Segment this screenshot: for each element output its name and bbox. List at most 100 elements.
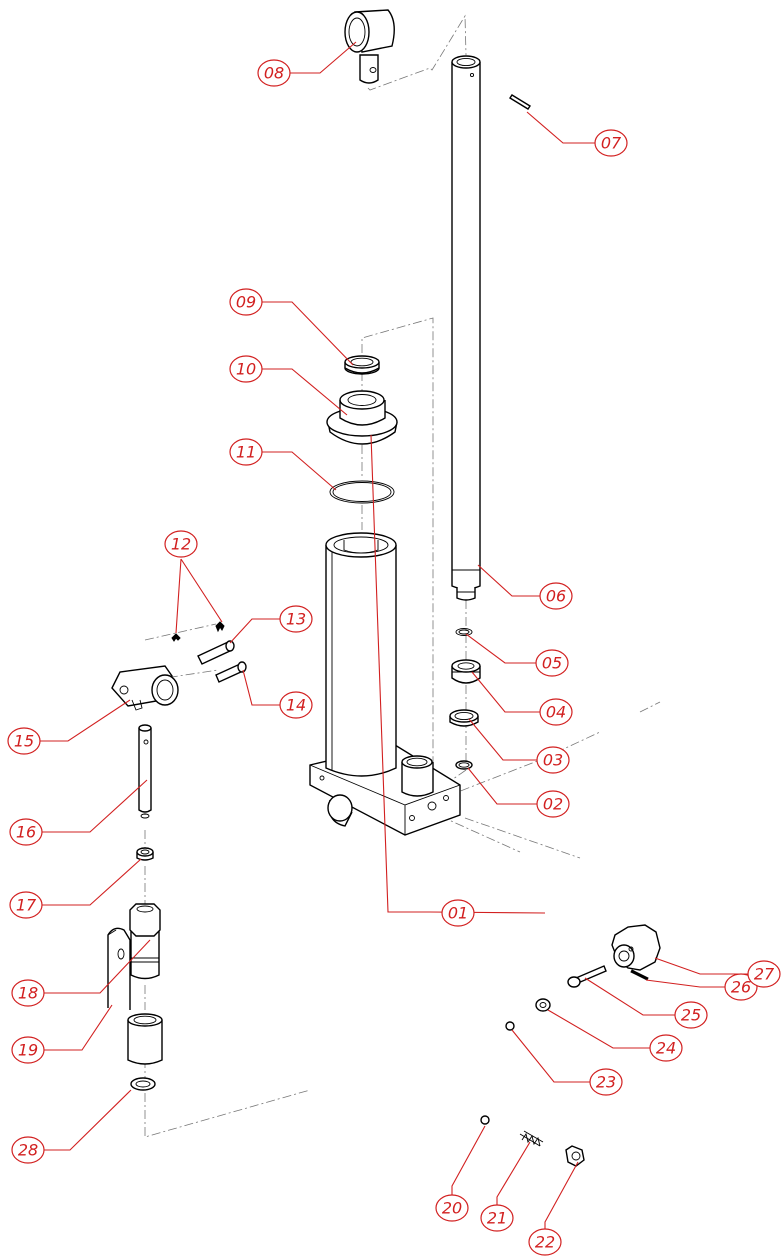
part-17-bushing: [136, 847, 154, 861]
leader-28: [44, 1089, 132, 1151]
callout-18-label: 18: [18, 984, 38, 1003]
part-06-piston-rod: [451, 55, 481, 601]
leader-17: [42, 858, 142, 906]
leader-13: [229, 618, 280, 644]
callout-20-label: 20: [442, 1199, 462, 1218]
leader-05: [465, 633, 536, 664]
callout-01-label: 01: [448, 904, 468, 923]
part-18-hex-tube: [129, 903, 161, 980]
leader-21: [496, 1141, 531, 1205]
callout-28: 28: [11, 1136, 45, 1164]
callout-05: 05: [535, 649, 569, 677]
leader-26: [645, 979, 725, 988]
callout-04: 04: [539, 698, 573, 726]
callout-17-label: 17: [16, 896, 37, 915]
callout-14: 14: [279, 691, 313, 719]
part-28-washer: [130, 1077, 156, 1091]
part-25-adjusting-rod: [567, 965, 607, 988]
part-12-retaining-clips: [171, 621, 225, 642]
leader-02: [467, 767, 538, 805]
callout-23: 23: [589, 1068, 623, 1096]
callout-19: 19: [11, 1036, 45, 1064]
part-08-top-clevis: [344, 9, 395, 84]
part-27-knob: [611, 924, 661, 971]
leader-01: [370, 434, 430, 913]
callout-18: 18: [11, 979, 45, 1007]
leader-20: [451, 1125, 486, 1195]
part-15-lower-clevis: [111, 665, 179, 711]
callout-03-label: 03: [543, 751, 563, 770]
callout-21: 21: [480, 1204, 514, 1232]
callout-07: 07: [594, 129, 628, 157]
leader-22: [544, 1161, 579, 1230]
callout-17: 17: [9, 891, 43, 919]
leader-06: [477, 564, 540, 597]
part-02-ring: [455, 760, 473, 770]
callout-12-label: 12: [171, 535, 191, 554]
assembly-centerlines: [144, 14, 661, 1138]
callout-06: 06: [539, 582, 573, 610]
callout-13-label: 13: [286, 610, 306, 629]
part-13-pin: [197, 640, 235, 665]
part-07-pin: [509, 94, 531, 110]
part-20-ball: [480, 1115, 490, 1125]
callout-08-label: 08: [264, 64, 284, 83]
part-04-piston: [451, 659, 481, 684]
part-23-ball: [505, 1021, 515, 1031]
callout-11: 11: [229, 438, 263, 466]
callout-06-label: 06: [546, 587, 566, 606]
callout-28-label: 28: [18, 1141, 38, 1160]
leader-18: [44, 939, 151, 994]
callout-16-label: 16: [16, 823, 36, 842]
part-21-spring: [519, 1130, 544, 1147]
callout-09: 09: [229, 288, 263, 316]
part-10-gland-nut: [326, 390, 398, 445]
callout-02-label: 02: [543, 795, 563, 814]
callout-15: 15: [7, 727, 41, 755]
callout-13: 13: [279, 605, 313, 633]
callout-25-label: 25: [681, 1006, 701, 1025]
callout-10: 10: [229, 355, 263, 383]
callout-10-label: 10: [236, 360, 256, 379]
part-19-bracket: [107, 927, 163, 1065]
leader-09: [262, 301, 354, 366]
callout-04-label: 04: [546, 703, 566, 722]
callout-23-label: 23: [596, 1073, 616, 1092]
part-11-o-ring: [329, 480, 395, 504]
leader-25: [584, 977, 675, 1016]
callout-25: 25: [674, 1001, 708, 1029]
leader-07: [526, 111, 595, 144]
leader-27: [654, 957, 750, 975]
leader-10: [262, 368, 348, 416]
callout-01: 01: [441, 899, 475, 927]
callout-02: 02: [536, 790, 570, 818]
callout-22: 22: [528, 1228, 562, 1256]
callout-26: 26: [724, 973, 758, 1001]
callout-08: 08: [257, 59, 291, 87]
callout-bubbles: 01 02 03 04 05 06 07 08 09 10 11 12 13 1…: [7, 59, 781, 1256]
leader-19: [44, 1004, 113, 1051]
leader-03: [468, 718, 537, 761]
part-09-wiper-seal: [344, 355, 380, 375]
leader-11: [262, 451, 337, 491]
callout-27-label: 27: [754, 965, 775, 984]
callout-24: 24: [649, 1034, 683, 1062]
part-03-piston-seal: [449, 709, 479, 727]
part-14-pin: [215, 661, 247, 683]
callout-20: 20: [435, 1194, 469, 1222]
callout-24-label: 24: [656, 1039, 676, 1058]
callout-19-label: 19: [18, 1041, 38, 1060]
callout-07-label: 07: [601, 134, 622, 153]
callout-05-label: 05: [542, 654, 562, 673]
leader-24: [547, 1009, 650, 1049]
callout-09-label: 09: [236, 293, 256, 312]
leader-14: [242, 669, 280, 706]
part-24-bushing: [535, 998, 551, 1012]
callout-26-label: 26: [731, 978, 751, 997]
callout-21-label: 21: [487, 1209, 507, 1228]
callout-11-label: 11: [236, 443, 256, 462]
callout-27: 27: [747, 960, 781, 988]
part-16-pivot-pin: [138, 724, 152, 819]
callout-03: 03: [536, 746, 570, 774]
